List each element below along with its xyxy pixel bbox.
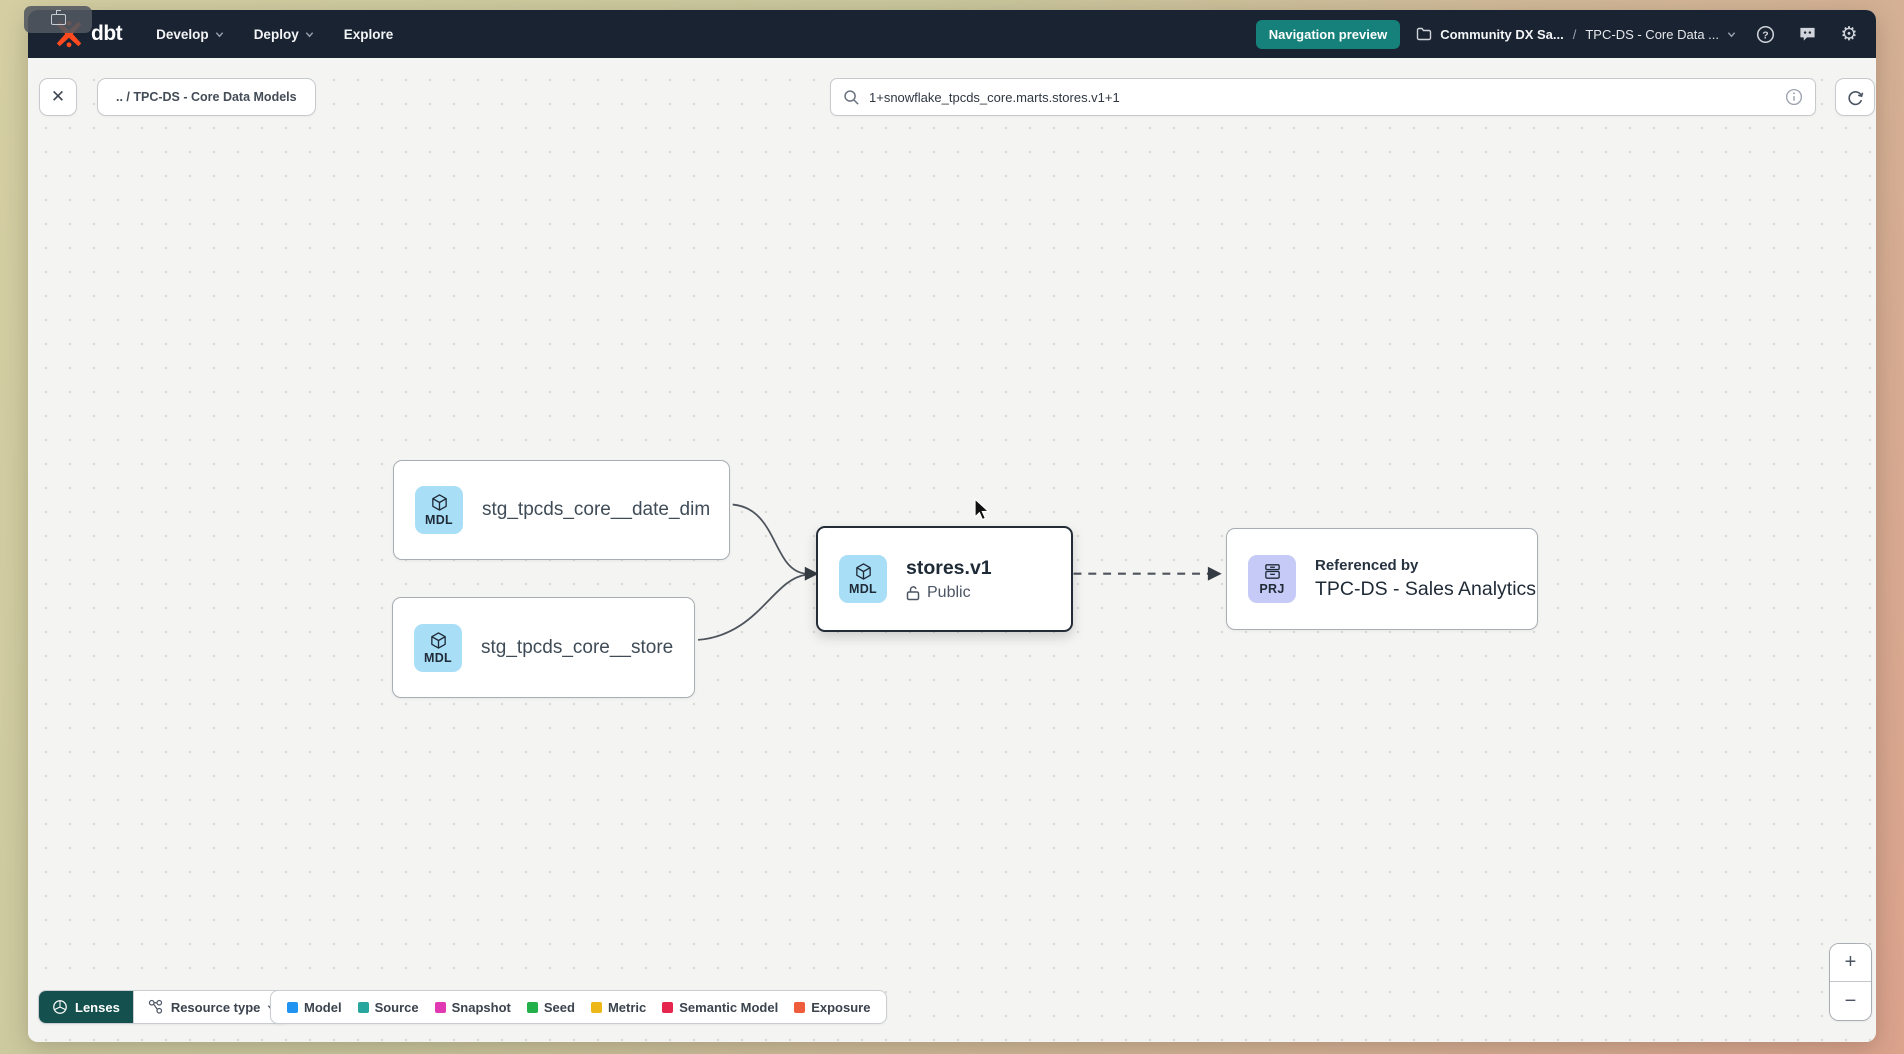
folder-icon: [1417, 27, 1432, 41]
chevron-down-icon[interactable]: [1727, 30, 1736, 39]
refresh-icon: [1847, 90, 1863, 105]
dbt-logo-text: dbt: [91, 22, 123, 45]
node-stg-tpcds-core-store[interactable]: MDL stg_tpcds_core__store: [392, 597, 695, 698]
close-icon: ✕: [50, 87, 66, 106]
semantic-model-swatch: [662, 1001, 674, 1013]
cube-icon: [431, 494, 447, 511]
breadcrumb-account[interactable]: Community DX Sa...: [1440, 26, 1564, 42]
zoom-in-button[interactable]: +: [1830, 944, 1871, 982]
nav-deploy[interactable]: Deploy: [254, 27, 314, 42]
exposure-swatch: [794, 1001, 806, 1013]
badge-label: PRJ: [1259, 582, 1285, 596]
chevron-down-icon: [305, 31, 313, 37]
project-badge: PRJ: [1248, 555, 1296, 603]
resource-type-legend: Model Source Snapshot Seed Metric Semant…: [270, 990, 888, 1024]
nav-explore[interactable]: Explore: [344, 27, 394, 42]
badge-label: MDL: [424, 650, 452, 665]
info-icon[interactable]: [1785, 88, 1803, 106]
close-button[interactable]: ✕: [39, 78, 77, 116]
lineage-search-bar: [830, 78, 1816, 116]
lineage-breadcrumb-chip[interactable]: .. / TPC-DS - Core Data Models: [97, 78, 316, 116]
navigation-preview-badge[interactable]: Navigation preview: [1255, 19, 1401, 49]
minus-icon: −: [1844, 989, 1857, 1012]
node-stores-v1[interactable]: MDL stores.v1 Public: [816, 526, 1073, 632]
breadcrumb-separator: /: [1572, 26, 1577, 42]
visibility-label: Public: [927, 583, 971, 601]
snapshot-swatch: [434, 1001, 446, 1013]
app-window: dbt Develop Deploy Explore Navigation pr…: [28, 10, 1876, 1042]
screen-capture-tab: [24, 6, 92, 33]
search-icon: [844, 89, 859, 105]
model-badge: MDL: [839, 555, 887, 603]
cube-icon: [855, 563, 871, 580]
model-badge: MDL: [415, 486, 463, 534]
svg-text:?: ?: [1762, 30, 1768, 41]
visibility-row: Public: [906, 584, 992, 602]
lineage-canvas[interactable]: ✕ .. / TPC-DS - Core Data Models: [28, 58, 1876, 1042]
feedback-icon[interactable]: [1794, 21, 1820, 47]
node-title: stores.v1: [906, 556, 992, 579]
model-badge: MDL: [414, 623, 462, 672]
edge-date-dim-to-stores: [732, 503, 806, 575]
node-referenced-by-project[interactable]: PRJ Referenced by TPC-DS - Sales Analyti…: [1226, 528, 1538, 630]
nav-explore-label: Explore: [343, 26, 394, 42]
legend-item-metric: Metric: [590, 1000, 646, 1015]
cube-icon: [430, 631, 446, 649]
referenced-by-label: Referenced by: [1315, 557, 1419, 574]
screen-icon: [50, 10, 66, 25]
resource-type-label: Resource type: [170, 999, 261, 1015]
node-label: stg_tpcds_core__date_dim: [482, 499, 711, 520]
breadcrumb-project[interactable]: TPC-DS - Core Data ...: [1585, 26, 1719, 42]
metric-swatch: [590, 1001, 602, 1013]
edge-store-to-stores: [698, 573, 806, 641]
lenses-icon: [53, 1000, 67, 1014]
node-stg-tpcds-core-date-dim[interactable]: MDL stg_tpcds_core__date_dim: [393, 460, 730, 560]
unlock-icon: [906, 585, 920, 600]
mouse-cursor: [974, 498, 990, 521]
badge-label: MDL: [849, 582, 877, 596]
legend-item-snapshot: Snapshot: [434, 1000, 511, 1015]
zoom-controls: + −: [1829, 943, 1872, 1021]
model-swatch: [287, 1001, 298, 1013]
node-label: stg_tpcds_core__store: [481, 636, 674, 658]
help-icon[interactable]: ?: [1752, 21, 1778, 47]
archive-icon: [1264, 564, 1280, 579]
top-navigation-bar: dbt Develop Deploy Explore Navigation pr…: [28, 10, 1876, 58]
lenses-button[interactable]: Lenses: [39, 991, 133, 1023]
resource-type-icon: [148, 999, 162, 1014]
legend-item-exposure: Exposure: [794, 1000, 870, 1015]
gear-icon[interactable]: ⚙: [1840, 22, 1858, 45]
lenses-label: Lenses: [75, 999, 120, 1015]
nav-develop[interactable]: Develop: [156, 27, 224, 42]
chevron-down-icon: [215, 31, 223, 37]
zoom-out-button[interactable]: −: [1830, 982, 1871, 1020]
legend-item-semantic-model: Semantic Model: [662, 1000, 778, 1015]
nav-develop-label: Develop: [156, 26, 209, 42]
lenses-control-group: Lenses Resource type: [38, 990, 291, 1024]
legend-item-model: Model: [287, 1000, 342, 1015]
seed-swatch: [526, 1001, 538, 1013]
breadcrumb: Community DX Sa... / TPC-DS - Core Data …: [1416, 27, 1736, 42]
resource-type-dropdown[interactable]: Resource type: [132, 991, 290, 1023]
nav-deploy-label: Deploy: [253, 26, 299, 42]
arrowhead-dashed: [1207, 566, 1222, 581]
badge-label: MDL: [425, 513, 453, 527]
search-input[interactable]: [869, 89, 1776, 105]
lineage-breadcrumb-label: .. / TPC-DS - Core Data Models: [116, 90, 297, 104]
project-name-label: TPC-DS - Sales Analytics: [1315, 578, 1537, 600]
legend-item-source: Source: [357, 1000, 419, 1015]
plus-icon: +: [1844, 951, 1857, 973]
legend-item-seed: Seed: [526, 1000, 575, 1015]
source-swatch: [357, 1001, 369, 1013]
refresh-button[interactable]: [1835, 78, 1875, 116]
